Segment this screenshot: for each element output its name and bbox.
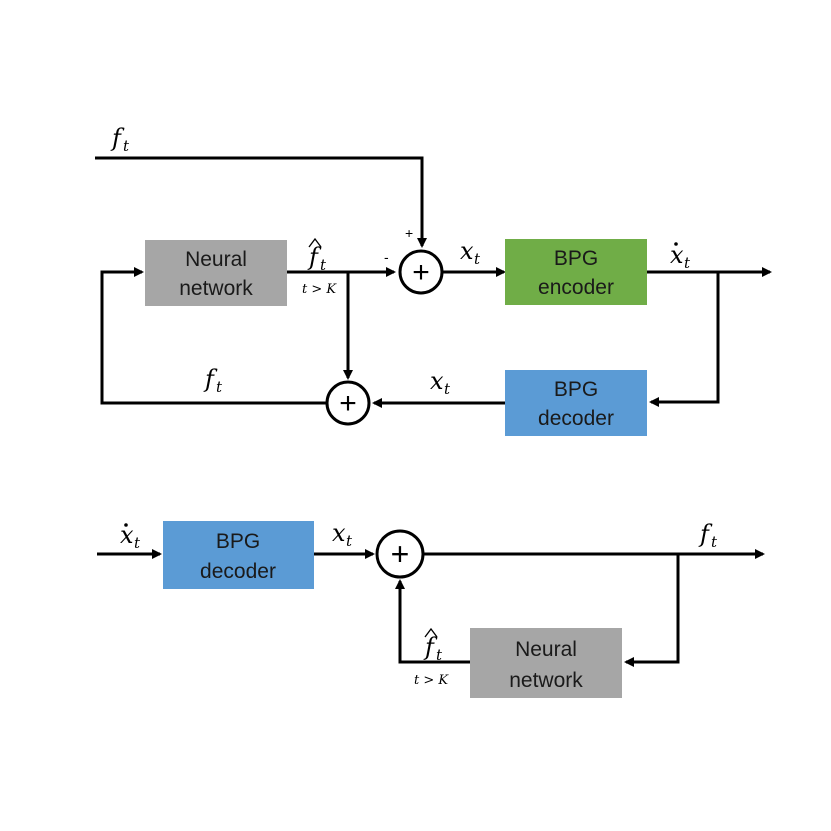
bottom-prediction-condition: t > K: [414, 673, 449, 688]
reconstruction-line: [100, 267, 327, 405]
bottom-input-label-base: x: [120, 521, 134, 549]
neural-network-box: [145, 240, 287, 306]
bottom-bpg-decoder-box: [163, 521, 314, 589]
bottom-prediction-line: [395, 579, 470, 664]
bottom-adder-symbol: +: [391, 536, 410, 572]
bottom-prediction-label-sub: t: [436, 646, 443, 664]
decoded-residual-label-sub: t: [444, 380, 451, 398]
minus-sign: -: [384, 249, 389, 265]
bottom-bpg-decoder-label-2: decoder: [200, 560, 276, 583]
bottom-neural-network-label-2: network: [509, 669, 583, 692]
bpg-decoder-label-1: BPG: [554, 378, 598, 401]
bottom-feedback-line: [624, 554, 680, 667]
bottom-bpg-decoder-label-1: BPG: [216, 530, 260, 553]
decoded-residual-label-base: x: [430, 367, 444, 395]
input-label-sub: t: [123, 137, 130, 155]
feedback-line: [649, 272, 720, 407]
bpg-encoder-box: [505, 239, 647, 305]
bpg-encoder-label-1: BPG: [554, 247, 598, 270]
reconstruction-label-sub: t: [216, 378, 223, 396]
bottom-neural-network-box: [470, 628, 622, 698]
bottom-input-label-sub: t: [134, 534, 141, 552]
prediction-label-sub: t: [320, 256, 327, 274]
residual-label-base: x: [460, 237, 474, 265]
coded-dot: [674, 242, 678, 246]
neural-network-label-2: network: [179, 277, 253, 300]
bottom-input-dot: [124, 523, 128, 527]
bpg-decoder-label-2: decoder: [538, 407, 614, 430]
plus-sign: +: [405, 225, 413, 241]
prediction-hat: [308, 237, 322, 248]
bottom-output-label-sub: t: [711, 533, 718, 551]
input-line: [95, 156, 427, 248]
neural-network-label-1: Neural: [185, 248, 247, 271]
bpg-decoder-box: [505, 370, 647, 436]
reconstruction-adder-symbol: +: [339, 387, 357, 420]
coded-label-sub: t: [684, 254, 691, 272]
residual-label-sub: t: [474, 250, 481, 268]
bpg-encoder-label-2: encoder: [538, 276, 614, 299]
bottom-prediction-hat: [424, 627, 438, 638]
bottom-residual-label-sub: t: [346, 532, 353, 550]
coded-label-base: x: [670, 241, 684, 269]
subtractor-symbol: +: [412, 256, 430, 289]
decoder-diagram: x t BPG decoder x t + f t Neural network…: [97, 519, 765, 698]
bottom-neural-network-label-1: Neural: [515, 638, 577, 661]
bottom-residual-label-base: x: [332, 519, 346, 547]
prediction-condition: t > K: [302, 282, 337, 297]
encoder-diagram: f t Neural network f t t > K + + - x t B…: [95, 124, 772, 436]
